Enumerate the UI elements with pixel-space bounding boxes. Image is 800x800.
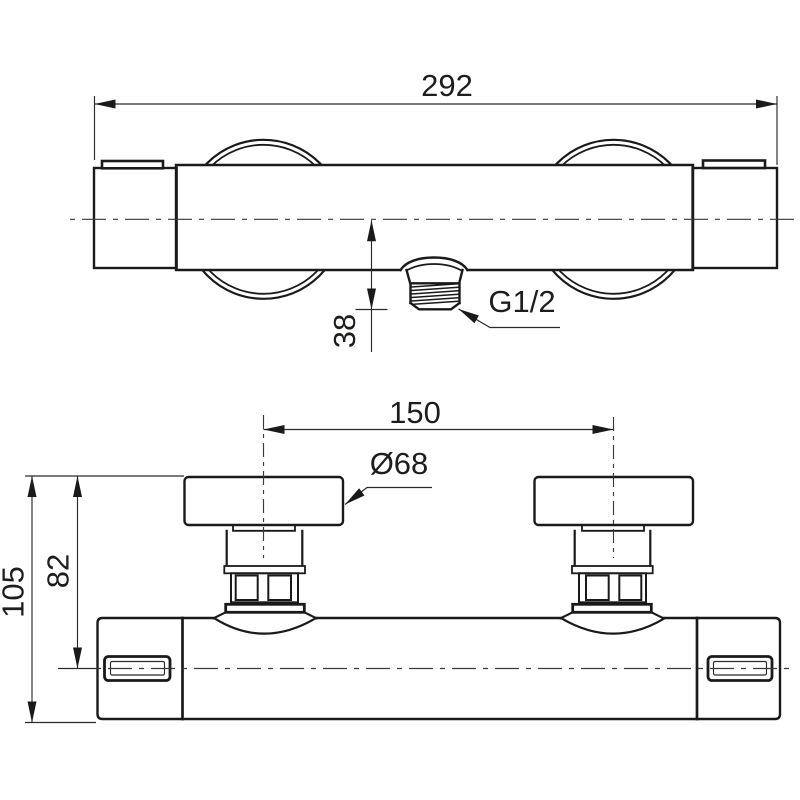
dim-38-label: 38 [327,314,362,348]
dim-292-extension-lines [93,96,778,165]
dim-38-arrow-up [367,220,376,242]
dim-150-arrow-left [263,425,285,434]
left-spline-window-2 [267,574,292,601]
dim-82-arrow-up [73,476,82,497]
right-handle-stem [573,529,652,568]
dia-68-leader-arrow [345,488,365,505]
dim-overall-width: 292 [93,68,778,165]
right-fixing-tab [701,159,767,170]
thread-leader-arrow [458,309,479,324]
thread-label: G1/2 [488,284,555,319]
left-fixing-tab [100,159,165,170]
right-collar [571,602,653,614]
dim-292-arrow-right [756,99,777,109]
outlet-boss [398,256,470,311]
dim-38-arrow-down [367,288,376,310]
front-view: 292 38 G1/2 [70,68,797,352]
dim-292-label: 292 [421,68,473,103]
dim-292-arrow-left [94,99,116,109]
right-bell-base [559,610,667,635]
dim-105-arrow-down [27,701,37,723]
dim-105-label: 105 [0,566,31,618]
right-end-cap [691,166,779,270]
top-view: 150 Ø68 105 82 [0,395,796,724]
thread-outline [408,282,462,311]
dim-handle-spacing: 150 [263,395,614,434]
dim-150-label: 150 [389,395,441,430]
right-spline-window-2 [618,574,643,601]
left-bell-base [212,610,318,635]
handle-diameter-callout: Ø68 [344,446,432,505]
body-bar-fill [176,165,693,270]
dim-105-extension-lines [25,475,184,724]
left-end-cap [92,166,178,270]
thread-hatching [411,283,459,306]
left-stem-flange [223,565,306,575]
outlet-dome-inner [406,263,462,272]
end-cap-dividers [175,166,695,270]
dim-82-label: 82 [41,554,76,588]
left-handle-assembly [183,415,345,635]
body-outline [96,616,782,721]
thread-callout: G1/2 [458,284,560,329]
left-collar [224,602,306,614]
dim-82-arrow-down [73,647,82,669]
left-handle-stem [225,529,304,568]
right-handle-assembly [533,417,695,635]
dim-150-arrow-right [592,425,614,434]
dim-overall-depth: 105 [0,475,184,724]
outlet-dome-outer [398,256,470,272]
dia-68-label: Ø68 [370,446,429,481]
outlet-neck [405,268,464,285]
left-spline-window-1 [234,574,259,601]
dim-wall-to-center: 82 [41,476,82,669]
dim-105-arrow-up [27,476,37,497]
right-spline-window-1 [585,574,610,601]
right-stem-flange [571,565,654,575]
dim-outlet-drop: 38 [327,220,388,352]
